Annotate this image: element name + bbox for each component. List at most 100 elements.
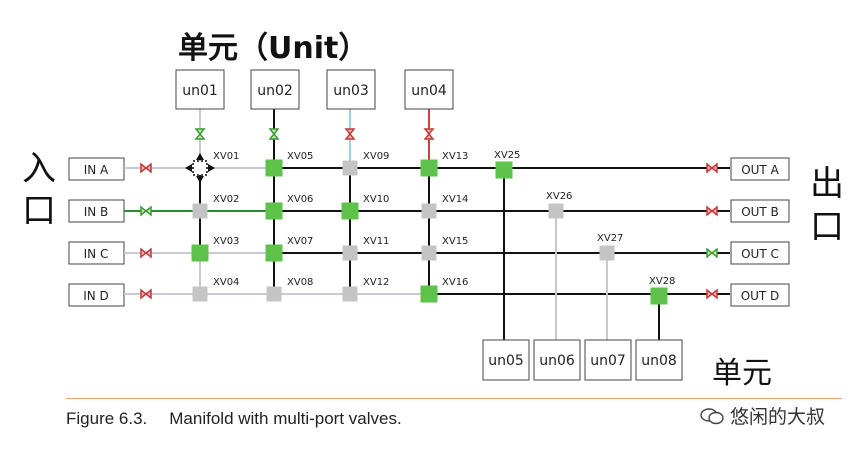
unit-label: un05 (488, 353, 524, 369)
outlet-check-valve-icon[interactable] (706, 205, 718, 217)
inlet-check-valve-icon[interactable] (140, 288, 152, 300)
outlet-box-out-b[interactable]: OUT B (730, 199, 790, 223)
outlet-label: OUT B (741, 205, 779, 219)
valve-label: XV14 (442, 194, 468, 205)
valve-label: XV25 (494, 150, 520, 161)
valve-xv28[interactable]: XV28 (649, 276, 675, 305)
valve-label: XV15 (442, 236, 468, 247)
valve-xv12[interactable]: XV12 (342, 277, 390, 302)
inlet-label: IN D (83, 289, 109, 303)
caption-rule (66, 398, 842, 399)
outlet-box-out-c[interactable]: OUT C (730, 241, 790, 265)
inlet-label-char-1: 入 (22, 149, 56, 189)
unit-label: un02 (257, 83, 293, 99)
inlet-box-in-d[interactable]: IN D (68, 283, 125, 307)
outlet-box-out-a[interactable]: OUT A (730, 157, 790, 181)
valve-xv11[interactable]: XV11 (342, 236, 390, 261)
unit-isolation-valve-icon[interactable] (423, 128, 435, 140)
valve-xv26[interactable]: XV26 (546, 191, 572, 219)
valve-xv01[interactable]: XV01 (213, 151, 239, 162)
valve-label: XV10 (363, 194, 389, 205)
valve-label: XV08 (287, 277, 313, 288)
bottom-unit-label: 单元 (712, 356, 772, 391)
valve-label: XV02 (213, 194, 239, 205)
figure-title: Manifold with multi-port valves. (169, 409, 402, 428)
unit-label: un04 (411, 83, 447, 99)
unit-box-un05[interactable]: un05 (482, 339, 530, 381)
outlet-check-valve-icon[interactable] (706, 247, 718, 259)
inlet-label: IN C (84, 247, 109, 261)
valve-xv07[interactable]: XV07 (265, 236, 314, 262)
valve-xv02[interactable]: XV02 (192, 194, 240, 219)
top-unit-title: 单元（Unit） (178, 31, 368, 66)
outlet-label-char-1: 出 (810, 164, 844, 204)
unit-label: un03 (333, 83, 369, 99)
valve-label: XV09 (363, 151, 389, 162)
inlet-box-in-a[interactable]: IN A (68, 157, 125, 181)
unit-box-un01[interactable]: un01 (175, 69, 225, 110)
unit-box-un02[interactable]: un02 (250, 69, 300, 110)
watermark-text: 悠闲的大叔 (730, 406, 826, 428)
outlet-box-out-d[interactable]: OUT D (730, 283, 790, 307)
multiport-valve-xv01-icon[interactable] (185, 153, 215, 183)
unit-box-un06[interactable]: un06 (533, 339, 581, 381)
valve-label: XV26 (546, 191, 572, 202)
inlet-check-valve-icon[interactable] (140, 247, 152, 259)
inlet-label-char-2: 口 (22, 191, 56, 231)
valve-xv04[interactable]: XV04 (192, 277, 240, 302)
wechat-icon (700, 407, 724, 424)
valve-xv05[interactable]: XV05 (265, 151, 314, 177)
unit-isolation-valve-icon[interactable] (268, 128, 280, 140)
unit-isolation-valve-icon[interactable] (344, 128, 356, 140)
unit-label: un08 (641, 353, 677, 369)
valve-label: XV27 (597, 233, 623, 244)
valve-label: XV01 (213, 151, 239, 162)
outlet-label-char-2: 口 (810, 207, 844, 247)
inlet-box-in-c[interactable]: IN C (68, 241, 125, 265)
unit-box-un03[interactable]: un03 (326, 69, 376, 110)
valve-xv13[interactable]: XV13 (420, 151, 469, 177)
inlet-label: IN A (84, 163, 109, 177)
valve-xv15[interactable]: XV15 (421, 236, 469, 261)
unit-box-un08[interactable]: un08 (635, 339, 683, 381)
valve-label: XV16 (442, 277, 468, 288)
unit-label: un01 (182, 83, 218, 99)
figure-caption: Figure 6.3. Manifold with multi-port valv… (66, 409, 402, 429)
valve-label: XV06 (287, 194, 313, 205)
valve-label: XV05 (287, 151, 313, 162)
inlet-box-in-b[interactable]: IN B (68, 199, 125, 223)
unit-isolation-valve-icon[interactable] (194, 128, 206, 140)
valve-label: XV11 (363, 236, 389, 247)
valve-label: XV13 (442, 151, 468, 162)
valve-xv09[interactable]: XV09 (342, 151, 390, 176)
outlet-label: OUT D (741, 289, 780, 303)
unit-box-un07[interactable]: un07 (584, 339, 632, 381)
inlet-check-valve-icon[interactable] (140, 205, 152, 217)
unit-label: un07 (590, 353, 626, 369)
unit-box-un04[interactable]: un04 (404, 69, 454, 110)
valve-xv27[interactable]: XV27 (597, 233, 623, 261)
valve-xv08[interactable]: XV08 (266, 277, 314, 302)
bowtie-valve-group (140, 128, 718, 300)
valve-label: XV07 (287, 236, 313, 247)
outlet-check-valve-icon[interactable] (706, 162, 718, 174)
valve-xv06[interactable]: XV06 (265, 194, 314, 220)
valve-xv14[interactable]: XV14 (421, 194, 469, 219)
valve-xv16[interactable]: XV16 (420, 277, 469, 303)
inlet-check-valve-icon[interactable] (140, 162, 152, 174)
valve-xv25[interactable]: XV25 (494, 150, 520, 179)
valve-label: XV28 (649, 276, 675, 287)
outlet-label: OUT A (741, 163, 779, 177)
outlet-check-valve-icon[interactable] (706, 288, 718, 300)
valve-label: XV03 (213, 236, 239, 247)
valve-xv10[interactable]: XV10 (341, 194, 390, 220)
valve-xv03[interactable]: XV03 (191, 236, 240, 262)
valve-label: XV04 (213, 277, 239, 288)
valve-label: XV12 (363, 277, 389, 288)
unit-label: un06 (539, 353, 575, 369)
outlet-label: OUT C (741, 247, 779, 261)
figure-number: Figure 6.3. (66, 409, 148, 428)
inlet-label: IN B (84, 205, 109, 219)
